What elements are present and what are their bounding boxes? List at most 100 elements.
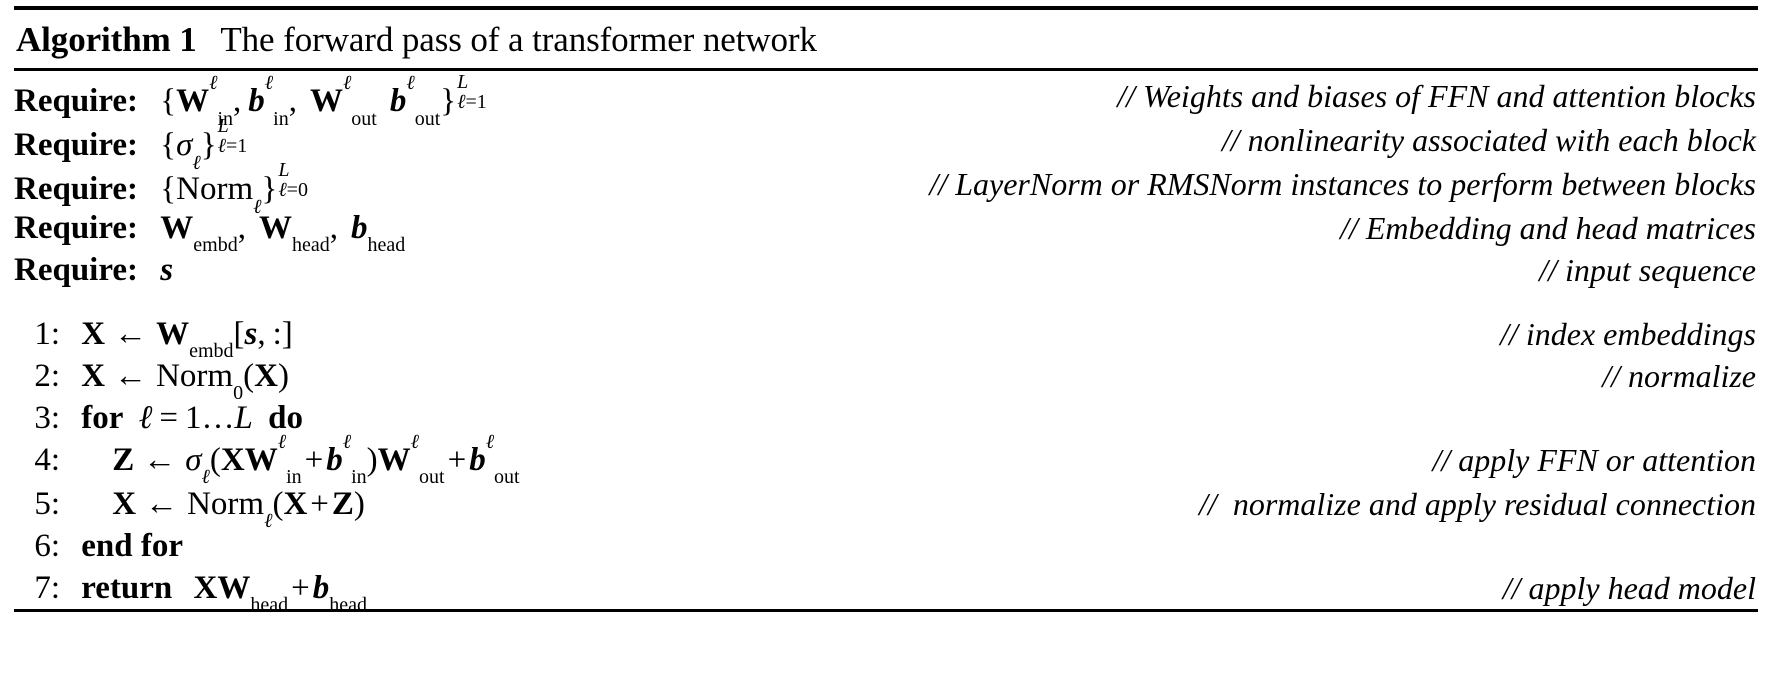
subscript-in: in <box>217 107 234 130</box>
end-for-keyword: end for <box>81 528 183 564</box>
symbol-b: b <box>326 442 343 478</box>
symbol-Z: Z <box>112 442 135 478</box>
step-3-expression: ℓ=1…L <box>139 400 253 436</box>
limit-lower: ℓ=1 <box>457 91 487 114</box>
symbol-sigma: σ <box>185 442 202 478</box>
symbol-b: b <box>389 83 407 120</box>
algorithm-label: Algorithm 1 <box>16 20 197 59</box>
require-embd-head-expression: Wembd,Whead,bhead <box>160 210 405 255</box>
step-4-number: 4: <box>34 442 60 478</box>
require-sequence-expression: s <box>160 252 173 288</box>
require-sequence-comment: // input sequence <box>1539 252 1756 288</box>
ellipsis-icon: … <box>201 400 235 436</box>
paren-open: ( <box>272 486 284 522</box>
subscript-out: out <box>351 107 377 130</box>
plus-sign: + <box>310 486 329 522</box>
subscript-ell: ℓ <box>264 510 273 533</box>
step-4-line: 4: Z←σℓ(XWℓin+bℓin)Wℓout+bℓout // apply … <box>14 432 1758 488</box>
subscript-out: out <box>414 107 441 130</box>
step-2-comment: // normalize <box>1602 358 1756 394</box>
superscript-ell: ℓ <box>406 72 415 94</box>
subscript-head: head <box>367 234 406 257</box>
symbol-b: b <box>312 570 330 606</box>
symbol-W: W <box>377 442 411 478</box>
paren-open: ( <box>243 358 255 394</box>
require-keyword: Require: <box>14 83 139 120</box>
step-6-line: 6: end for <box>14 525 1758 567</box>
step-1-line: 1: X←Wembd[s,:] // index embeddings <box>14 313 1758 361</box>
equals-sign: = <box>159 400 179 436</box>
step-5-expression: X←Normℓ(X+Z) <box>112 486 365 531</box>
symbol-Z: Z <box>331 486 354 522</box>
require-keyword: Require: <box>14 127 139 164</box>
symbol-W: W <box>160 210 194 246</box>
top-rule <box>14 6 1758 10</box>
symbol-norm: Norm <box>187 486 265 522</box>
plus-sign: + <box>304 442 324 478</box>
step-1-comment: // index embeddings <box>1500 316 1756 352</box>
bottom-rule <box>14 609 1758 612</box>
comma-1: , <box>237 210 246 246</box>
superscript-ell: ℓ <box>342 430 352 453</box>
brace-close: } <box>200 127 217 164</box>
limit-lower: ℓ=1 <box>217 135 248 158</box>
header-rule <box>14 68 1758 71</box>
step-5-statement: 5: X←Normℓ(X+Z) <box>14 483 365 531</box>
symbol-W: W <box>258 210 292 246</box>
subscript-ell: ℓ <box>192 151 201 174</box>
paren-open: ( <box>209 442 221 478</box>
return-keyword: return <box>81 570 173 606</box>
symbol-b: b <box>469 442 486 478</box>
step-3-statement: 3: for ℓ=1…L do <box>14 397 303 439</box>
step-6-number: 6: <box>34 528 60 564</box>
assign-arrow-icon: ← <box>143 442 177 478</box>
symbol-X: X <box>81 358 106 394</box>
step-5-comment: // normalize and apply residual connecti… <box>1199 486 1756 522</box>
step-7-line: 7: return XWhead+bhead // apply head mod… <box>14 567 1758 615</box>
symbol-sigma: σ <box>176 127 193 164</box>
symbol-W: W <box>176 83 210 120</box>
symbol-norm: Norm <box>156 358 234 394</box>
subscript-in: in <box>286 466 302 489</box>
step-7-number: 7: <box>34 570 60 606</box>
subscript-embd: embd <box>189 340 234 363</box>
plus-sign: + <box>291 570 310 606</box>
algorithm-frame: Algorithm 1 The forward pass of a transf… <box>14 6 1758 616</box>
step-2-expression: X←Norm0(X) <box>81 358 289 403</box>
symbol-norm: Norm <box>176 171 254 208</box>
superscript-ell: ℓ <box>264 72 274 94</box>
plus-sign: + <box>447 442 467 478</box>
subscript-head: head <box>250 594 289 617</box>
require-sequence-line: Require: s // input sequence <box>14 249 1758 291</box>
brace-close: } <box>440 83 457 120</box>
step-4-comment: // apply FFN or attention <box>1432 442 1756 478</box>
require-embd-head-comment: // Embedding and head matrices <box>1340 210 1756 246</box>
paren-close: ) <box>366 442 378 478</box>
limit-upper: L <box>278 159 290 181</box>
assign-arrow-icon: ← <box>114 358 148 394</box>
step-1-statement: 1: X←Wembd[s,:] <box>14 313 292 361</box>
symbol-b: b <box>351 210 368 246</box>
step-2-statement: 2: X←Norm0(X) <box>14 355 289 403</box>
symbol-X: X <box>81 316 106 352</box>
loop-start: 1 <box>185 400 202 436</box>
subscript-zero: 0 <box>233 382 244 405</box>
assign-arrow-icon: ← <box>114 316 148 352</box>
subscript-in: in <box>273 107 289 130</box>
symbol-s: s <box>160 252 174 288</box>
block-separator <box>14 291 1758 313</box>
require-sequence-statement: Require: s <box>14 249 173 291</box>
step-2-line: 2: X←Norm0(X) // normalize <box>14 355 1758 403</box>
subscript-out: out <box>494 466 520 489</box>
subscript-ell: ℓ <box>253 195 262 218</box>
symbol-X: X <box>112 486 137 522</box>
step-4-statement: 4: Z←σℓ(XWℓin+bℓin)Wℓout+bℓout <box>14 432 519 488</box>
subscript-embd: embd <box>193 234 238 257</box>
step-3-number: 3: <box>34 400 60 436</box>
